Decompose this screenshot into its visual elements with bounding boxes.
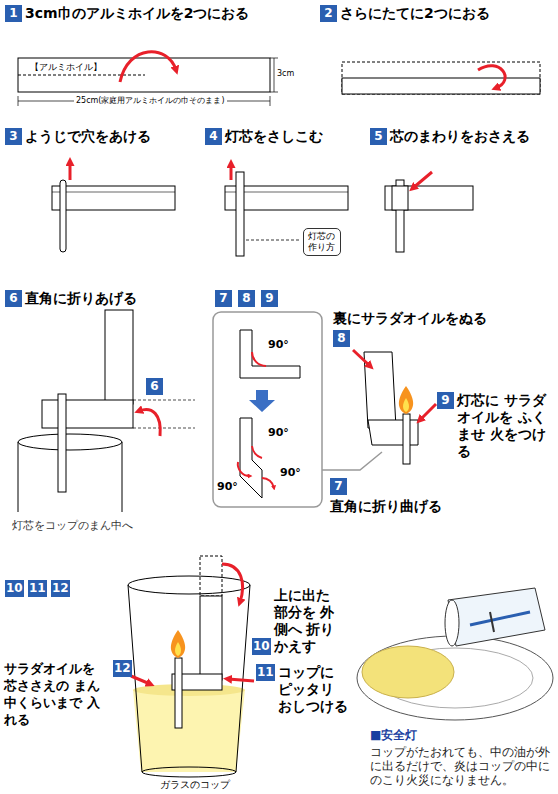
step-text: さらにたてに2つにおる <box>340 5 490 22</box>
callout-number: 9 <box>261 290 278 307</box>
step-node: 7 <box>215 290 232 307</box>
callout-number: 2 <box>320 5 337 22</box>
step-node: 12 <box>51 580 70 597</box>
callout-number: 8 <box>333 330 350 347</box>
note-label: コップがたおれても、中の油が外に出るだけで、炎はコップの中にのこり火災になりませ… <box>370 745 554 787</box>
note-label: 【アルミホイル】 <box>30 62 102 73</box>
step-node: 4灯芯をさしこむ <box>205 128 323 145</box>
callout-number: 7 <box>215 290 232 307</box>
step-text: 上に出た 部分を 外側へ 折りかえす <box>274 587 346 655</box>
step-node: 11 <box>28 580 47 597</box>
callout-number: 12 <box>113 660 132 677</box>
step-text: 灯芯に サラダオイルを ふくませ 火をつける <box>457 392 555 460</box>
callout-number: 10 <box>252 638 271 655</box>
callout-number: 5 <box>370 128 387 145</box>
angle-label: 90° <box>268 426 289 439</box>
step-text: ようじで穴をあける <box>25 128 151 145</box>
step-node: 10 <box>5 580 24 597</box>
note-label: ガラスのコップ <box>160 779 230 791</box>
callout-number: 8 <box>238 290 255 307</box>
step-node: 12サラダオイルを 芯ささえの まん中くらいまで 入れる <box>4 660 132 728</box>
step-node: 8 <box>238 290 255 307</box>
step-text: 3cm巾のアルミホイルを2つにおる <box>25 5 249 22</box>
step-node: 6直角に折りあげる <box>5 290 137 307</box>
step-node: 10上に出た 部分を 外側へ 折りかえす <box>252 587 346 655</box>
step-text: 裏にサラダオイルをぬる <box>333 310 487 327</box>
angle-label: 90° <box>217 480 238 493</box>
note-label: 3cm <box>277 69 294 79</box>
step-node: 3ようじで穴をあける <box>5 128 151 145</box>
angle-label: 90° <box>280 466 301 479</box>
step-text: サラダオイルを 芯ささえの まん中くらいまで 入れる <box>4 660 110 728</box>
callout-number: 6 <box>5 290 22 307</box>
step-node: 5芯のまわりをおさえる <box>370 128 530 145</box>
angle-label: 90° <box>268 338 289 351</box>
callout-number: 7 <box>330 478 347 495</box>
callout-number: 4 <box>205 128 222 145</box>
step-node: 9 <box>261 290 278 307</box>
note-label: ■安全灯 <box>370 728 417 742</box>
step-node: 9灯芯に サラダオイルを ふくませ 火をつける <box>437 392 555 460</box>
step-node: 13cm巾のアルミホイルを2つにおる <box>5 5 249 22</box>
step-text: 芯のまわりをおさえる <box>390 128 530 145</box>
step-node: 8 裏にサラダオイルをぬる <box>333 310 487 347</box>
step-node: 2さらにたてに2つにおる <box>320 5 490 22</box>
callout-number: 3 <box>5 128 22 145</box>
callout-number: 10 <box>5 580 24 597</box>
note-label: 25cm(家庭用アルミホイルの巾そのまま) <box>74 96 227 106</box>
step-node: 6 <box>146 378 163 395</box>
step-text: 灯芯をさしこむ <box>225 128 323 145</box>
step-node: 11コップに ピッタリ おしつける <box>256 664 350 715</box>
callout-number: 11 <box>256 664 275 681</box>
note-text: 灯芯の作り方 <box>308 231 336 253</box>
note-box: 灯芯の作り方 <box>303 228 341 256</box>
callout-number: 9 <box>437 392 454 409</box>
step-node: 7 直角に折り曲げる <box>330 478 442 515</box>
callout-number: 12 <box>51 580 70 597</box>
step-text: コップに ピッタリ おしつける <box>278 664 350 715</box>
callout-number: 1 <box>5 5 22 22</box>
step-text: 直角に折りあげる <box>25 290 137 307</box>
step-text: 直角に折り曲げる <box>330 498 442 515</box>
callout-number: 6 <box>146 378 163 395</box>
note-label: 灯芯をコップのまん中へ <box>12 519 133 532</box>
callout-number: 11 <box>28 580 47 597</box>
